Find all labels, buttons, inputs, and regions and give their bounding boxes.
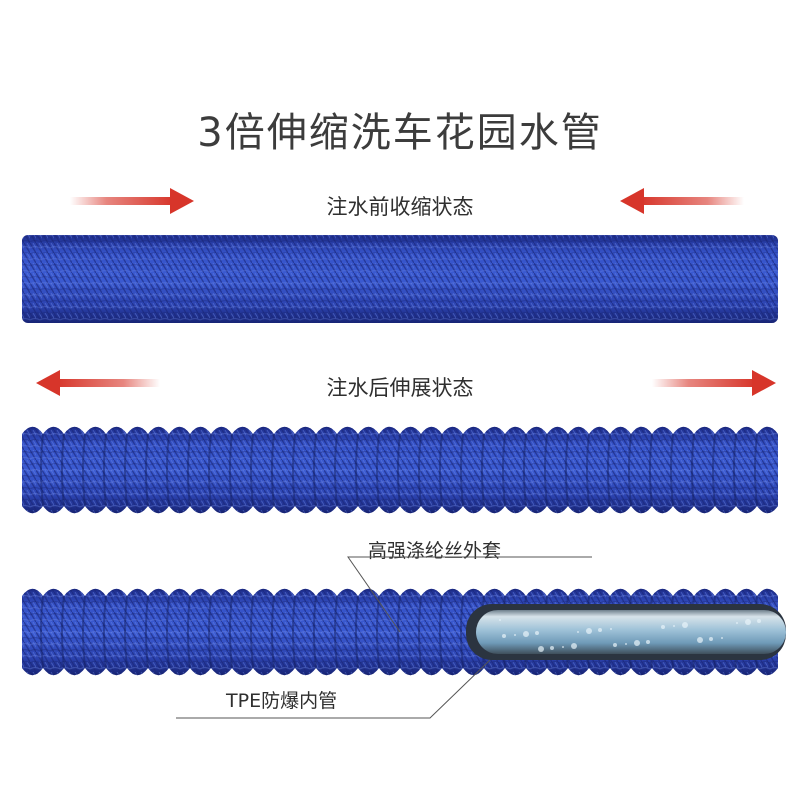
contracted-label: 注水前收缩状态 [326,195,474,219]
inner-tube [466,604,786,660]
page-title: 3倍伸缩洗车花园水管 [197,110,603,156]
callout-inner-label: TPE防爆内管 [226,690,338,712]
arrow-right-icon [70,188,194,214]
hose-expanded [22,426,778,514]
hose-contracted [22,235,778,323]
expanded-label: 注水后伸展状态 [326,376,474,400]
arrow-left-icon [36,370,160,396]
arrow-left-icon [620,188,744,214]
arrow-right-icon [652,370,776,396]
